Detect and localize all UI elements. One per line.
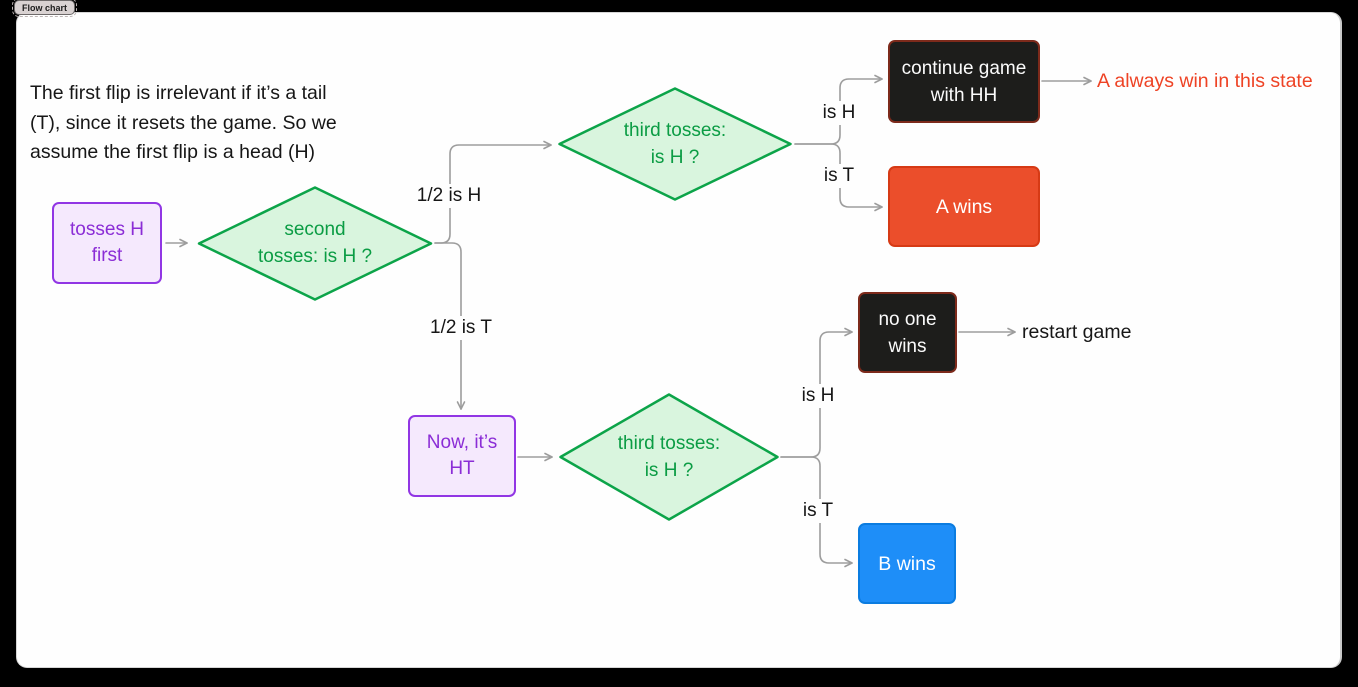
decision-second-toss-label: second tosses: is H ? [257,219,373,267]
edge-label-bottom-is-h: is H [797,384,839,408]
decision-third-toss-bottom-label: third tosses: is H ? [617,433,721,481]
decision-third-toss-top-label: third tosses: is H ? [623,120,727,168]
note-line: (T), since it resets the game. So we [30,111,337,134]
node-tosses-h-first[interactable]: tosses H first [52,202,162,284]
node-label: wins [888,335,927,357]
edge-label-half-is-h: 1/2 is H [412,184,486,208]
node-a-wins[interactable]: A wins [888,166,1040,247]
node-label: first [91,245,123,266]
node-label: with HH [930,84,998,106]
edge-label-top-is-h: is H [818,101,860,125]
annotation-a-always-win: A always win in this state [1097,70,1313,92]
node-continue-game[interactable]: continue game with HH [888,40,1040,123]
note-line: assume the first flip is a head (H) [30,141,316,163]
decision-third-toss-top[interactable] [556,85,794,203]
node-label: A wins [935,195,993,218]
note-text: The first flip is irrelevant if it’s a t… [30,79,375,168]
node-now-ht[interactable]: Now, it’s HT [408,415,516,497]
node-label: B wins [878,552,936,575]
document-tab[interactable]: Flow chart [11,0,78,17]
node-label: HT [449,458,475,479]
edge-label-half-is-t: 1/2 is T [426,316,496,340]
edge-label-top-is-t: is T [819,164,859,188]
decision-third-toss-bottom[interactable] [557,391,781,523]
node-b-wins[interactable]: B wins [858,523,956,604]
annotation-restart-game: restart game [1022,321,1132,343]
note-line: The first flip is irrelevant if it’s a t… [30,82,327,104]
node-label: no one [878,308,937,330]
node-label: Now, it’s [426,432,498,453]
node-no-one-wins[interactable]: no one wins [858,292,957,373]
decision-second-toss[interactable] [195,184,435,303]
node-label: continue game [901,57,1027,79]
edge-label-bottom-is-t: is T [798,499,838,523]
node-label: tosses H [70,219,144,240]
